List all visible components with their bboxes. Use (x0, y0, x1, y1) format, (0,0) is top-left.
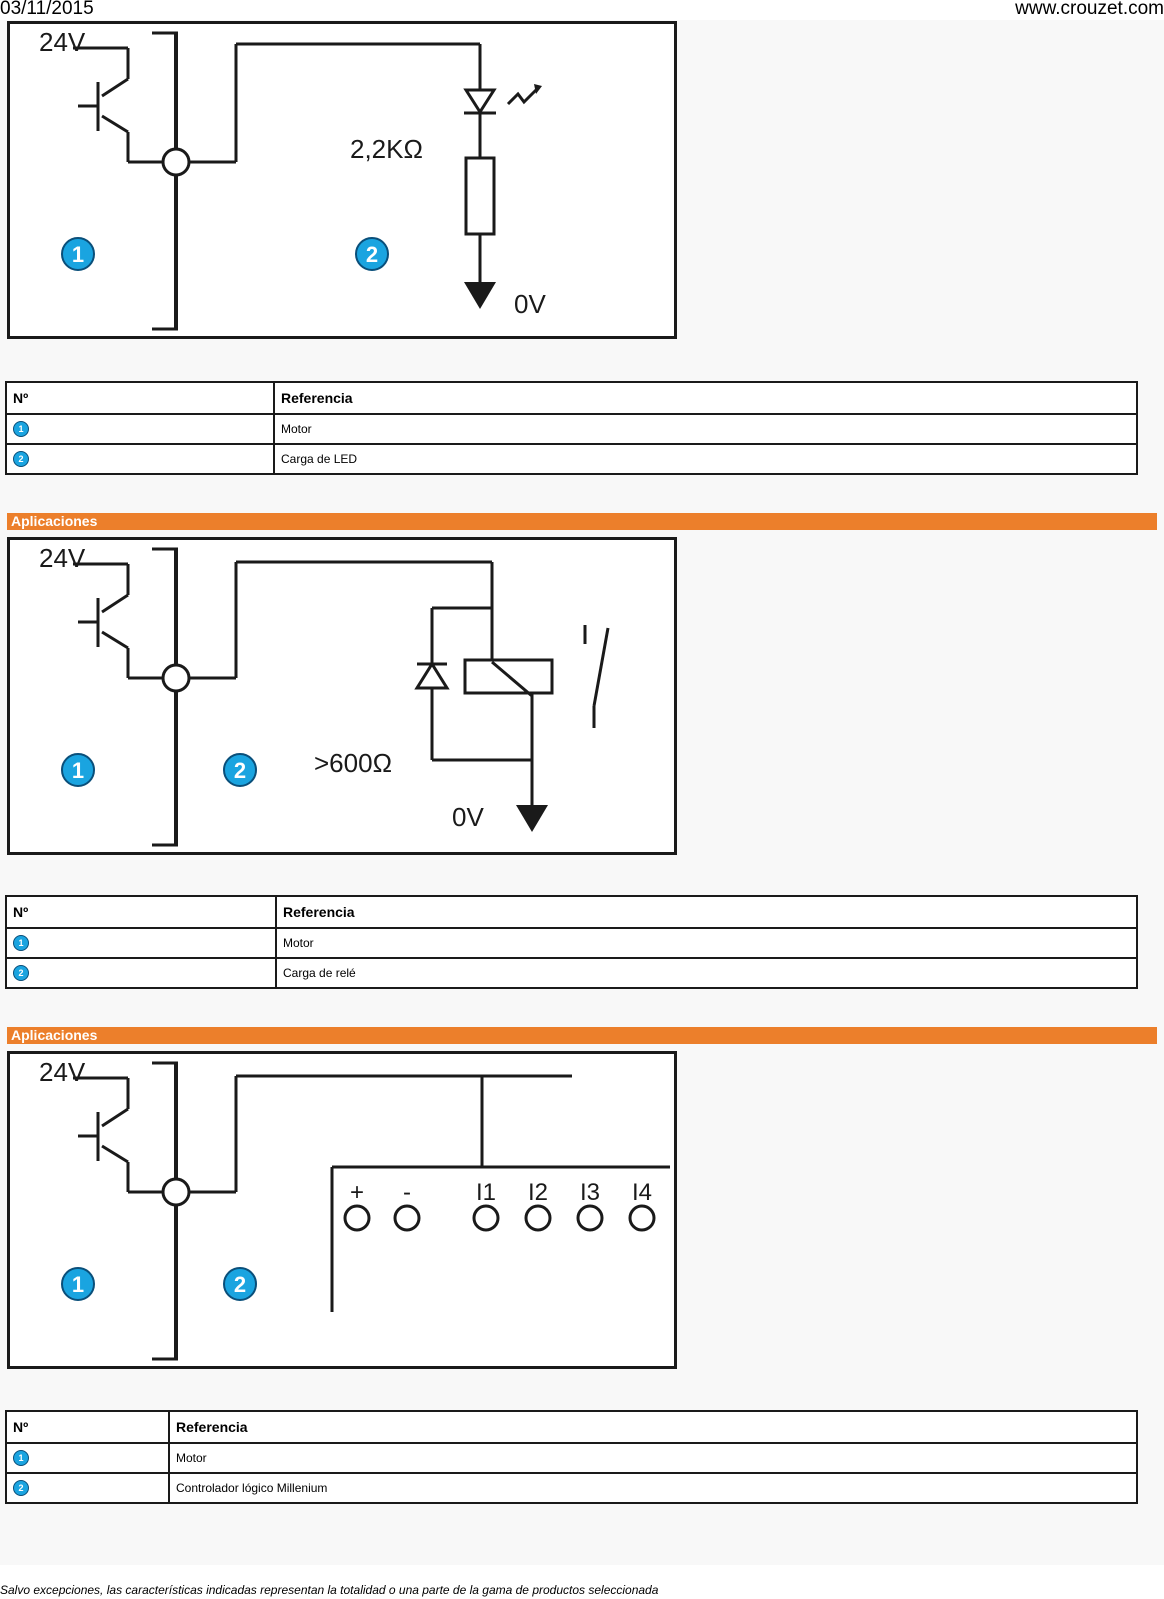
marker-2-icon: 2 (223, 753, 257, 787)
supply-label: 24V (39, 27, 86, 57)
ref-cell: Carga de LED (273, 443, 1138, 475)
diagram-controller-svg: 24V + - I1 I2 I3 I4 1 2 (39, 1057, 670, 1361)
resistance-label: 2,2KΩ (350, 134, 423, 164)
col-header-ref: Referencia (168, 1410, 1138, 1444)
col-header-no: Nº (5, 895, 277, 929)
terminal-i3-label: I3 (580, 1179, 600, 1206)
ref-cell: Controlador lógico Millenium (168, 1472, 1138, 1504)
supply-label: 24V (39, 1057, 86, 1087)
terminal-i1-label: I1 (476, 1179, 496, 1206)
col-header-no: Nº (5, 1410, 170, 1444)
resistance-label: >600Ω (314, 748, 392, 778)
marker-1-icon: 1 (61, 237, 95, 271)
table-row: 1 Motor (5, 413, 1138, 445)
col-header-ref: Referencia (275, 895, 1138, 929)
reference-table-relay: Nº Referencia 1 Motor 2 Carga de relé (5, 895, 1138, 989)
table-row: 2 Carga de relé (5, 957, 1138, 989)
ground-label: 0V (452, 802, 484, 832)
ground-label: 0V (514, 289, 546, 319)
section-title-aplicaciones: Aplicaciones (7, 513, 1157, 530)
marker-2-icon: 2 (223, 1267, 257, 1301)
table-header-row: Nº Referencia (5, 895, 1138, 929)
table-header-row: Nº Referencia (5, 381, 1138, 415)
diagram-relay-svg: 24V >600Ω 0V 1 2 (39, 543, 610, 847)
diagram-led-svg: 24V 2,2KΩ 0V 1 2 (39, 27, 546, 331)
marker-2-icon: 2 (13, 451, 29, 467)
terminal-minus-label: - (403, 1179, 411, 1206)
terminal-i2-label: I2 (528, 1179, 548, 1206)
svg-text:2: 2 (234, 758, 246, 783)
marker-1-icon: 1 (61, 1267, 95, 1301)
wiring-diagram-controller: 24V + - I1 I2 I3 I4 1 2 (7, 1051, 677, 1369)
table-row: 2 Carga de LED (5, 443, 1138, 475)
ref-cell: Motor (275, 927, 1138, 959)
marker-1-icon: 1 (13, 421, 29, 437)
print-date: 03/11/2015 (0, 0, 94, 19)
marker-1-icon: 1 (13, 935, 29, 951)
page-header: 03/11/2015 www.crouzet.com (0, 0, 1164, 20)
reference-table-led: Nº Referencia 1 Motor 2 Carga de LED (5, 381, 1138, 475)
footer-disclaimer: Salvo excepciones, las características i… (0, 1583, 659, 1597)
terminal-i4-label: I4 (632, 1179, 652, 1206)
table-row: 1 Motor (5, 927, 1138, 959)
supply-label: 24V (39, 543, 86, 573)
marker-1-icon: 1 (13, 1450, 29, 1466)
svg-text:2: 2 (366, 242, 378, 267)
table-row: 2 Controlador lógico Millenium (5, 1472, 1138, 1504)
ref-cell: Carga de relé (275, 957, 1138, 989)
ref-cell: Motor (168, 1442, 1138, 1474)
marker-2-icon: 2 (355, 237, 389, 271)
wiring-diagram-led: 24V 2,2KΩ 0V 1 2 (7, 21, 677, 339)
ref-cell: Motor (273, 413, 1138, 445)
svg-text:1: 1 (72, 242, 84, 267)
marker-1-icon: 1 (61, 753, 95, 787)
wiring-diagram-relay: 24V >600Ω 0V 1 2 (7, 537, 677, 855)
col-header-no: Nº (5, 381, 275, 415)
reference-table-controller: Nº Referencia 1 Motor 2 Controlador lógi… (5, 1410, 1138, 1504)
table-row: 1 Motor (5, 1442, 1138, 1474)
svg-text:1: 1 (72, 1272, 84, 1297)
terminal-plus-label: + (350, 1179, 364, 1206)
marker-2-icon: 2 (13, 965, 29, 981)
svg-text:2: 2 (234, 1272, 246, 1297)
marker-2-icon: 2 (13, 1480, 29, 1496)
col-header-ref: Referencia (273, 381, 1138, 415)
svg-text:1: 1 (72, 758, 84, 783)
site-url[interactable]: www.crouzet.com (1015, 0, 1164, 19)
table-header-row: Nº Referencia (5, 1410, 1138, 1444)
section-title-aplicaciones: Aplicaciones (7, 1027, 1157, 1044)
